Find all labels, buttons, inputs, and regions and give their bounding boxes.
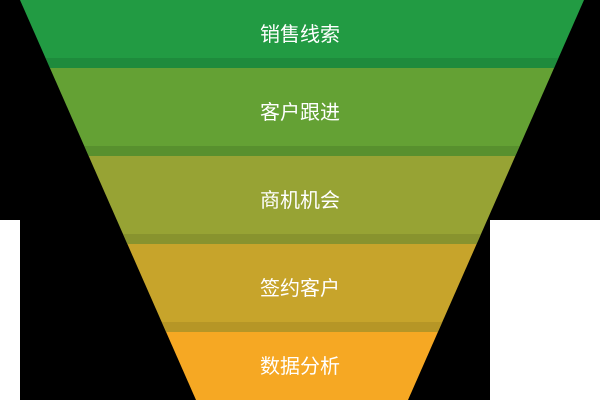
funnel-stage-shadow (122, 234, 482, 244)
funnel-stage-4: 签约客户 (127, 244, 477, 332)
background-panel-left (0, 220, 20, 400)
funnel-stage-shadow (84, 146, 520, 156)
funnel-stage-3: 商机机会 (88, 156, 516, 244)
funnel-stage-2: 客户跟进 (49, 68, 555, 156)
funnel-stage-label: 商机机会 (260, 188, 340, 212)
funnel-stage-label: 客户跟进 (260, 100, 340, 124)
funnel-stage-label: 数据分析 (260, 354, 340, 378)
funnel-stage-band (166, 332, 438, 400)
funnel-stage-band (49, 68, 555, 156)
funnel-stage-label: 签约客户 (260, 276, 340, 300)
funnel-stage-shadow (161, 322, 443, 332)
funnel-stage-band (20, 0, 584, 68)
background-panel-right (490, 220, 600, 400)
funnel-stage-label: 销售线索 (260, 22, 340, 46)
funnel-stage-band (127, 244, 477, 332)
funnel-stage-1: 销售线索 (20, 0, 584, 68)
funnel-stage-band (88, 156, 516, 244)
funnel-stage-shadow (45, 58, 559, 68)
funnel-stage-5: 数据分析 (166, 332, 438, 400)
